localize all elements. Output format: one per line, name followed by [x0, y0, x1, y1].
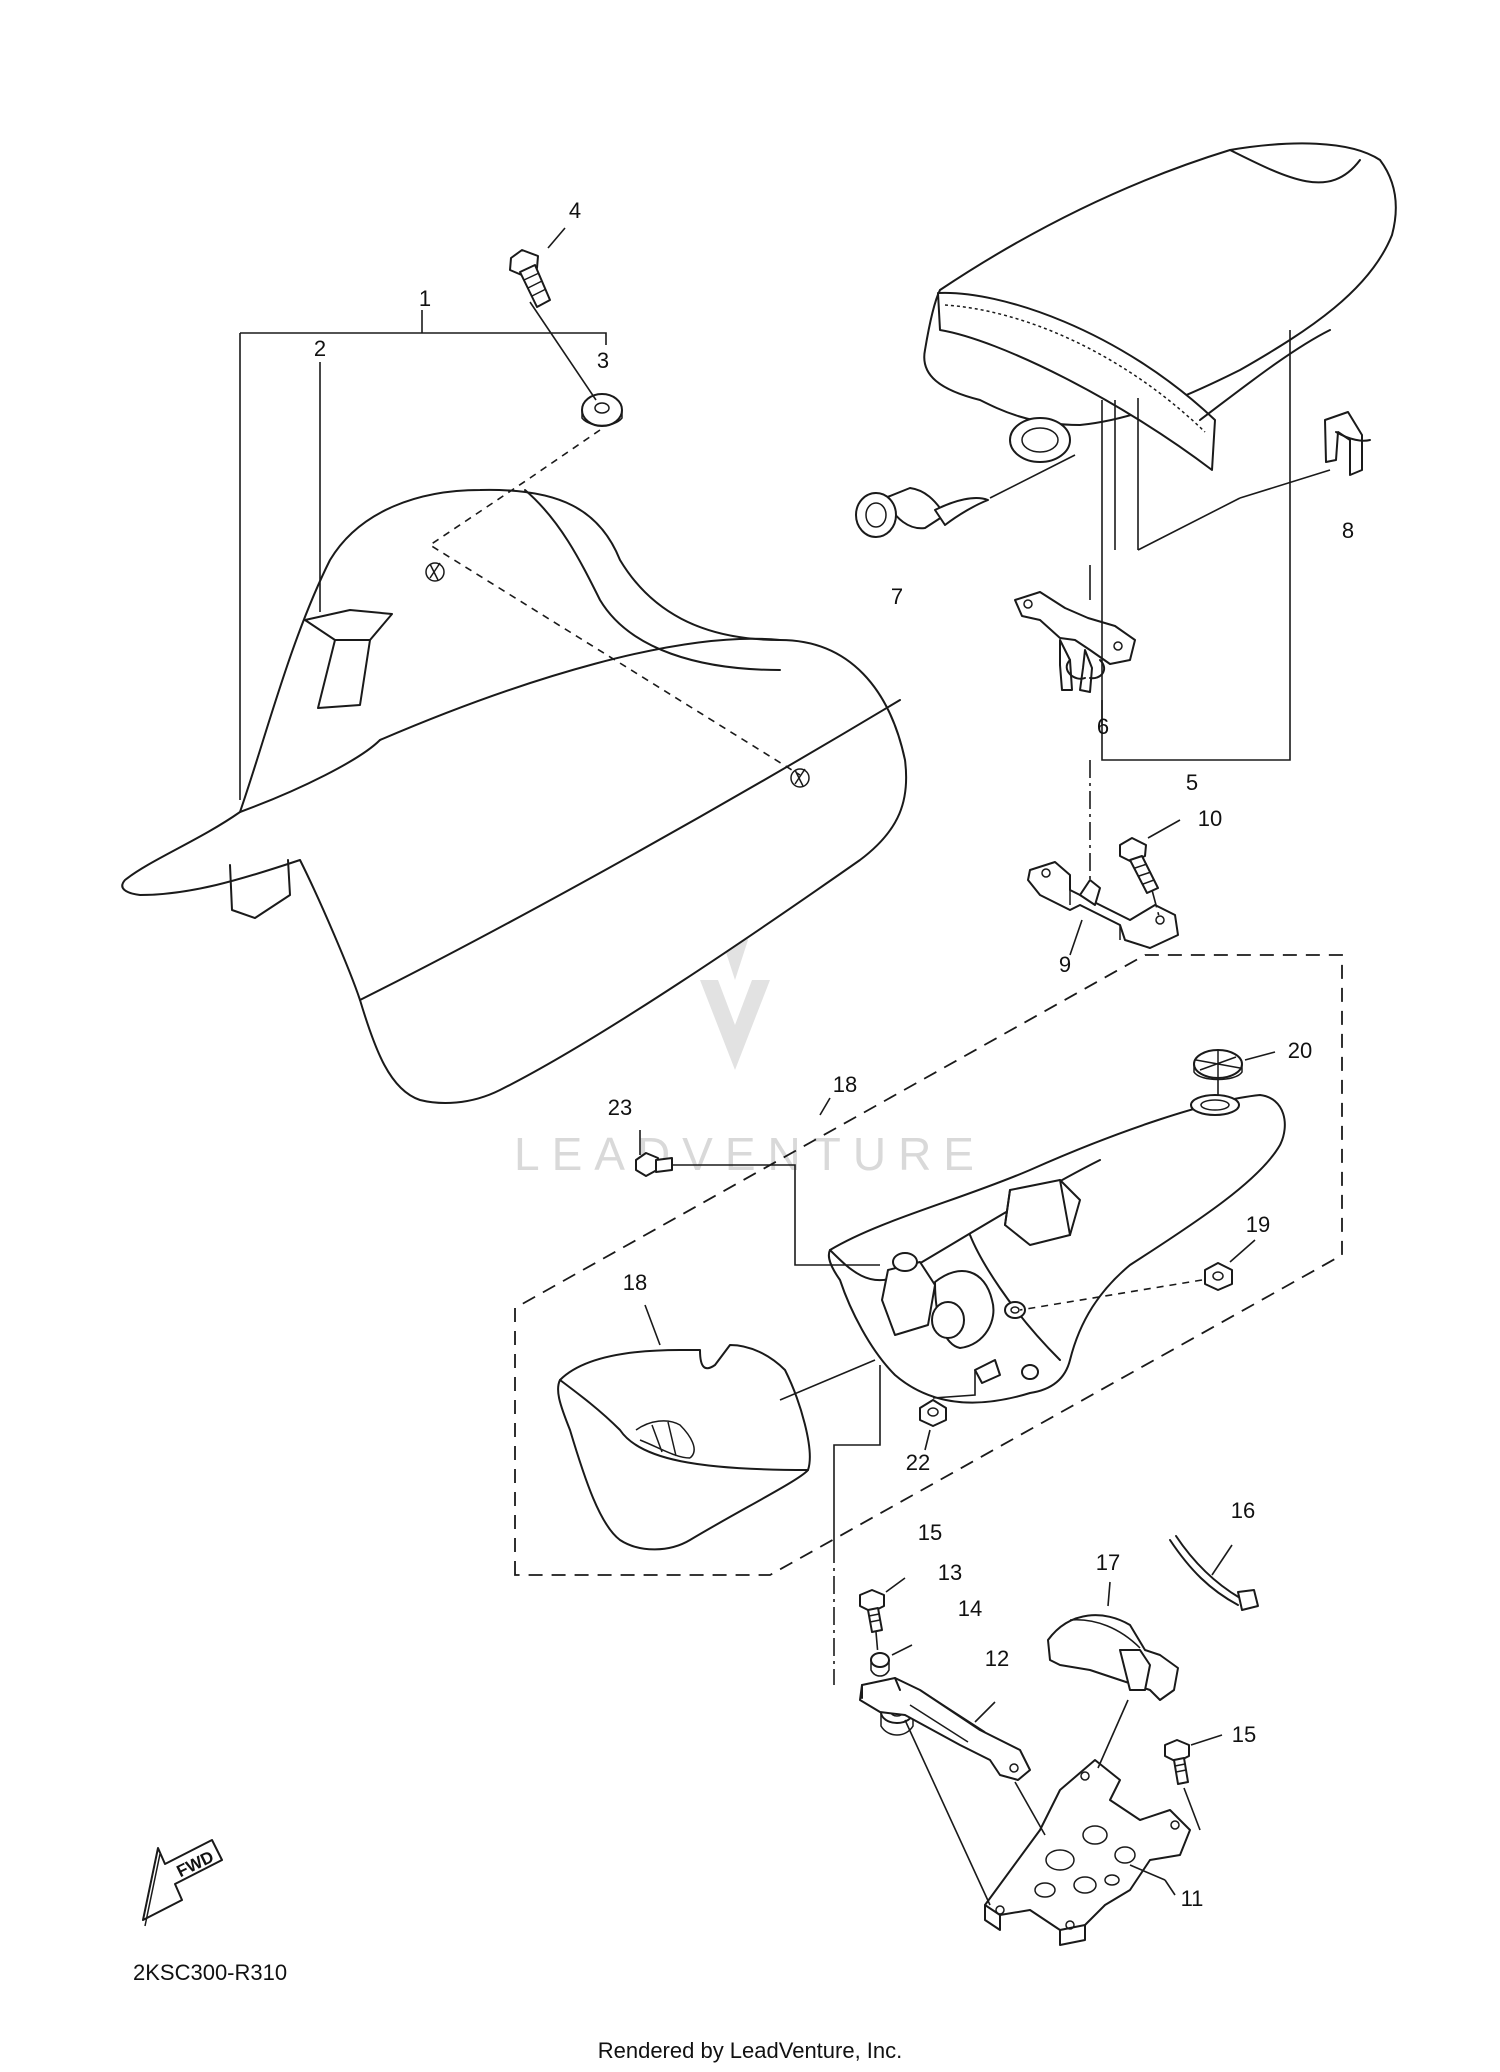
- bracket-screw-right: [1164, 1739, 1190, 1785]
- callout-17: 17: [1096, 1550, 1120, 1575]
- cowl-screw: [635, 1152, 673, 1177]
- rear-bracket: [859, 1677, 1031, 1781]
- fwd-arrow-icon: FWD: [142, 1839, 223, 1927]
- bracket-screw-left: [859, 1589, 885, 1633]
- callout-20: 19: [1246, 1212, 1270, 1237]
- callout-3: 3: [597, 348, 609, 373]
- callout-14: 14: [958, 1596, 982, 1621]
- seat-bracket-upper: [1014, 591, 1136, 693]
- watermark-text: LEADVENTURE: [514, 1128, 986, 1180]
- group-bracket-5: [1101, 330, 1291, 761]
- footer-credit: Rendered by LeadVenture, Inc.: [598, 2038, 903, 2063]
- callout-2: 2: [314, 336, 326, 361]
- callout-22: 22: [906, 1450, 930, 1475]
- cable-holder: [1047, 1614, 1179, 1701]
- callout-19: 18: [623, 1270, 647, 1295]
- rear-cowl-grommet: [1193, 1049, 1243, 1081]
- cowl-set-boundary: [514, 954, 1343, 1576]
- leadventure-watermark: LEADVENTURE: [514, 900, 986, 1180]
- callout-10: 10: [1198, 806, 1222, 831]
- callout-7: 7: [891, 584, 903, 609]
- callout-16: 16: [1231, 1498, 1255, 1523]
- tray-plate: [984, 1759, 1191, 1946]
- callout-18: 18: [833, 1072, 857, 1097]
- callout-13: 13: [938, 1560, 962, 1585]
- bracket-collar: [870, 1652, 890, 1677]
- cowl-nut-lower: [919, 1399, 947, 1427]
- diagram-code: 2KSC300-R310: [133, 1960, 287, 1985]
- callout-21: 20: [1288, 1038, 1312, 1063]
- passenger-seat: [923, 142, 1397, 471]
- cowl-seat-pad: [557, 1344, 811, 1551]
- seat-mount-guide: [428, 429, 801, 776]
- callout-5: 5: [1186, 770, 1198, 795]
- seat-bolt: [509, 249, 551, 308]
- lock-bracket-screw: [1119, 837, 1159, 894]
- cowl-nut-upper: [1204, 1262, 1233, 1291]
- seat-tab: [304, 609, 393, 709]
- callout-1: 1: [419, 286, 431, 311]
- callout-6: 6: [1097, 714, 1109, 739]
- callout-4: 4: [569, 198, 581, 223]
- callout-15-top: 15: [918, 1520, 942, 1545]
- callout-9: 9: [1059, 952, 1071, 977]
- lock-bracket: [1027, 861, 1179, 949]
- seat-lock-cylinder: [855, 487, 989, 538]
- callout-labels: 4 1 2 3 7 8 6 5 10 9 20 18 23 19 18 22 1…: [314, 198, 1354, 1911]
- seat-hook: [1324, 411, 1371, 476]
- callout-8: 8: [1342, 518, 1354, 543]
- rear-cowl-body: [827, 1094, 1286, 1404]
- callout-11: 11: [1181, 1886, 1204, 1911]
- group-bracket-1: [240, 332, 607, 345]
- callout-23: 23: [608, 1095, 632, 1120]
- seat-washer: [581, 393, 623, 427]
- callout-15-right: 15: [1232, 1722, 1256, 1747]
- callout-12: 12: [985, 1646, 1009, 1671]
- cable-band: [1169, 1535, 1259, 1611]
- rider-seat: [121, 488, 908, 1104]
